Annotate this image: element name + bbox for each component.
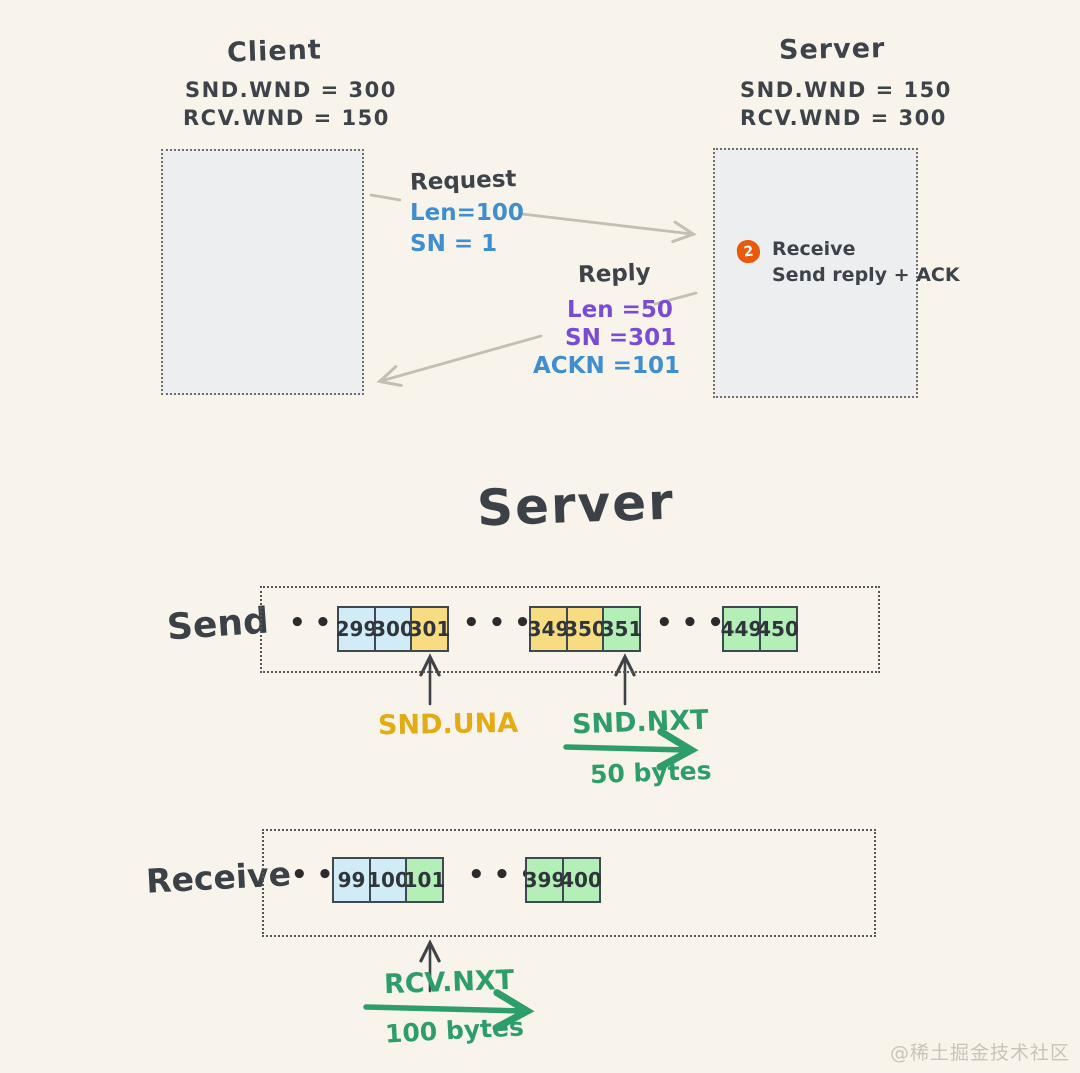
request-sn: SN = 1 (410, 231, 498, 257)
client-box (161, 149, 364, 395)
receive-cell-group-2: 399 400 (524, 857, 602, 903)
receive-cell-101: 101 (404, 857, 445, 903)
snd-nxt-green-arrow (563, 728, 699, 771)
server-note-receive: Receive (772, 238, 856, 260)
request-label: Request (409, 166, 517, 196)
send-row-label: Send (165, 600, 271, 649)
send-dots-3: ••• (656, 608, 733, 638)
request-len: Len=100 (410, 200, 524, 226)
rcv-nxt-label: RCV.NXT (383, 964, 515, 1001)
reply-ackn: ACKN =101 (533, 353, 681, 379)
server-title: Server (778, 33, 886, 66)
client-snd-wnd: SND.WND = 300 (185, 78, 397, 102)
send-cell-350: 350 (564, 606, 606, 652)
reply-len: Len =50 (567, 297, 673, 323)
section-title-server: Server (476, 472, 676, 538)
reply-sn: SN =301 (565, 325, 677, 351)
receive-cell-group-1: 99 100 101 (332, 857, 445, 903)
reply-label: Reply (577, 259, 652, 289)
send-cell-group-2: 349 350 351 (528, 606, 642, 652)
send-cell-300: 300 (372, 606, 414, 652)
send-dots-2: ••• (463, 608, 540, 638)
snd-nxt-bytes-label: 50 bytes (589, 755, 712, 790)
send-cell-group-3: 449 450 (721, 606, 799, 652)
send-cell-449: 449 (721, 606, 762, 652)
receive-cell-400: 400 (560, 857, 602, 903)
rcv-nxt-green-arrow (363, 989, 535, 1032)
send-cell-450: 450 (757, 606, 799, 652)
receive-cell-99: 99 (332, 857, 371, 903)
snd-una-label: SND.UNA (377, 707, 519, 742)
receive-cell-100: 100 (367, 857, 409, 903)
client-rcv-wnd: RCV.WND = 150 (183, 106, 390, 130)
rcv-nxt-bytes-label: 100 bytes (384, 1012, 525, 1049)
send-cell-301: 301 (409, 606, 450, 652)
server-snd-wnd: SND.WND = 150 (740, 78, 952, 102)
send-cell-group-1: 299 300 301 (336, 606, 450, 652)
client-title: Client (226, 34, 323, 69)
server-note-send-reply: Send reply + ACK (772, 264, 960, 286)
watermark: @稀土掘金技术社区 (889, 1042, 1070, 1064)
server-rcv-wnd: RCV.WND = 300 (740, 106, 947, 130)
send-cell-299: 299 (336, 606, 377, 652)
snd-nxt-label: SND.NXT (571, 704, 710, 741)
server-box (713, 148, 918, 398)
send-cell-349: 349 (528, 606, 569, 652)
receive-buffer-box (262, 829, 876, 937)
send-cell-351: 351 (601, 606, 642, 652)
send-buffer-box (260, 586, 880, 673)
receive-dots-2: ••• (468, 860, 545, 890)
receive-cell-399: 399 (524, 857, 565, 903)
